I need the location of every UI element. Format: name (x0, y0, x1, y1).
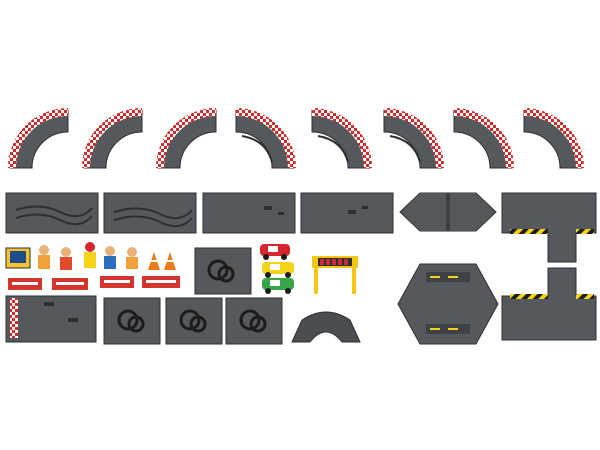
curved-track-5[interactable] (311, 108, 372, 169)
traffic-cone-2[interactable] (164, 252, 176, 270)
t-junction-track-1[interactable] (501, 192, 597, 263)
curved-track-6[interactable] (383, 108, 444, 169)
curved-track-3[interactable] (156, 108, 217, 169)
pit-lane-track[interactable] (5, 295, 97, 343)
t-junction-track-2[interactable] (501, 267, 597, 341)
traffic-cone-1[interactable] (148, 252, 160, 270)
curved-track-4[interactable] (235, 108, 296, 169)
straight-track-2[interactable] (103, 192, 197, 234)
bridge-arch[interactable] (291, 311, 361, 343)
bottom-row (5, 295, 361, 345)
barrier-2[interactable] (52, 278, 88, 290)
car-red[interactable] (260, 244, 290, 260)
car-yellow[interactable] (262, 262, 294, 278)
crossover-track-2[interactable] (397, 263, 499, 345)
tire-wall-tile-4[interactable] (225, 297, 283, 345)
figure-mechanic[interactable] (104, 246, 116, 269)
barrier-4[interactable] (142, 276, 180, 288)
crossover-track-1[interactable] (399, 192, 497, 232)
barrier-3[interactable] (100, 276, 134, 288)
car-green[interactable] (262, 278, 294, 294)
accessories-row (5, 242, 597, 345)
tire-wall-tile-1[interactable] (194, 247, 252, 295)
figure-driver[interactable] (84, 242, 96, 268)
curved-track-2[interactable] (82, 108, 143, 169)
straight-track-3[interactable] (202, 192, 296, 234)
tire-wall-tile-2[interactable] (103, 297, 161, 345)
figure-spectator[interactable] (126, 247, 138, 269)
straight-track-1[interactable] (5, 192, 99, 234)
straight-track-4[interactable] (300, 192, 394, 234)
curved-tracks-row (8, 108, 584, 169)
straight-tracks-row (5, 192, 597, 263)
barrier-1[interactable] (8, 278, 42, 290)
curved-track-1[interactable] (8, 108, 69, 169)
figure-board[interactable] (5, 247, 31, 269)
start-gantry[interactable] (312, 256, 358, 294)
figure-pit-crew[interactable] (60, 247, 72, 270)
curved-track-8[interactable] (523, 108, 584, 169)
tire-wall-tile-3[interactable] (165, 297, 223, 345)
figure-flagman[interactable] (38, 245, 50, 269)
curved-track-7[interactable] (453, 108, 514, 169)
